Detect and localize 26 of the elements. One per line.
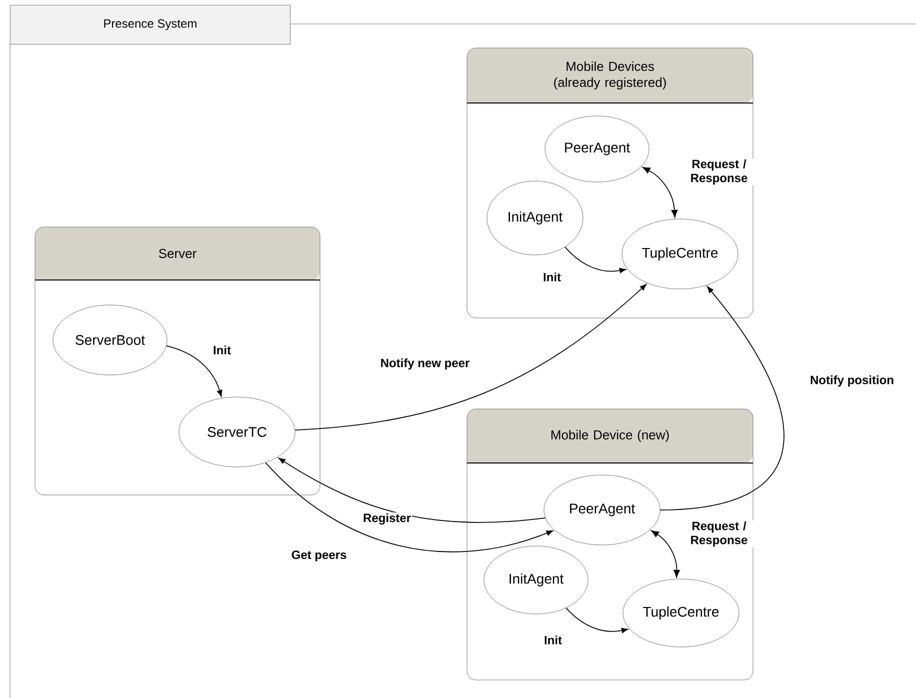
edge-label: Notify position	[809, 374, 895, 388]
ellipse-node: PeerAgent	[544, 474, 660, 546]
edge-label: Register	[362, 512, 412, 526]
ellipse-node: ServerTC	[178, 396, 296, 468]
edge-label: Init	[212, 344, 232, 356]
ellipse-node: ServerBoot	[52, 304, 168, 376]
arrow	[564, 246, 626, 274]
arrow	[294, 284, 647, 431]
edge-label: Init	[543, 634, 563, 646]
arrow	[278, 458, 546, 523]
edge-label: Get peers	[290, 550, 348, 562]
edge-label: Request / Response	[681, 520, 757, 548]
ellipse-node: TupleCentre	[622, 218, 738, 290]
ellipse-node: InitAgent	[486, 180, 584, 256]
arrow	[566, 607, 628, 634]
edge-label: Request / Response	[681, 158, 757, 186]
edge-label: Init	[542, 272, 562, 282]
edge-label: Notify new peer	[379, 357, 471, 371]
arrow	[651, 530, 680, 578]
arrow	[265, 462, 554, 552]
arrow	[642, 166, 678, 218]
ellipse-node: PeerAgent	[544, 116, 650, 182]
arrow	[166, 345, 222, 397]
ellipse-node: InitAgent	[484, 546, 588, 614]
arrow	[660, 286, 784, 510]
ellipse-node: TupleCentre	[622, 578, 740, 648]
